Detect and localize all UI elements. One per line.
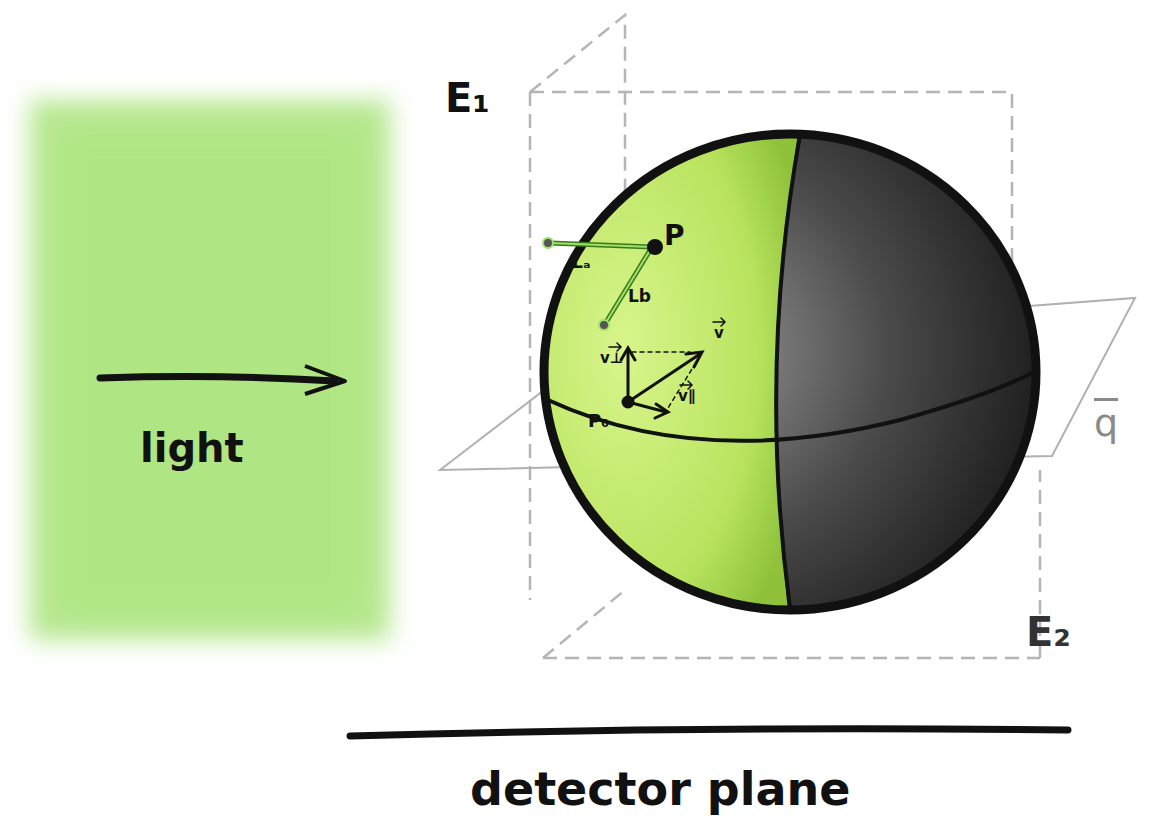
length-label: Lb [628, 288, 651, 305]
detector-plane [350, 729, 1068, 736]
meridian [776, 135, 800, 608]
sphere [530, 120, 1040, 630]
point-p-lines [543, 238, 663, 330]
plane-label: q [1094, 404, 1118, 442]
light-arrow [100, 377, 335, 381]
caption-text: light [140, 428, 244, 468]
point-label: P [664, 222, 685, 250]
plane-label: E₂ [1026, 612, 1071, 652]
light-band [30, 100, 390, 640]
caption-text: detector plane [470, 766, 851, 812]
length-label: Lₐ [572, 254, 591, 271]
vectors [609, 318, 725, 418]
plane-label: E₁ [445, 78, 490, 118]
arrow-head [305, 366, 345, 394]
plane-e1 [530, 15, 1040, 658]
point-label: P₀ [588, 412, 609, 430]
vector-label: v∥ [678, 389, 695, 404]
vector-label: v [714, 326, 724, 341]
sphere-outline [544, 134, 1036, 610]
equator [548, 372, 1034, 441]
vector-label: v⊥ [600, 351, 624, 366]
